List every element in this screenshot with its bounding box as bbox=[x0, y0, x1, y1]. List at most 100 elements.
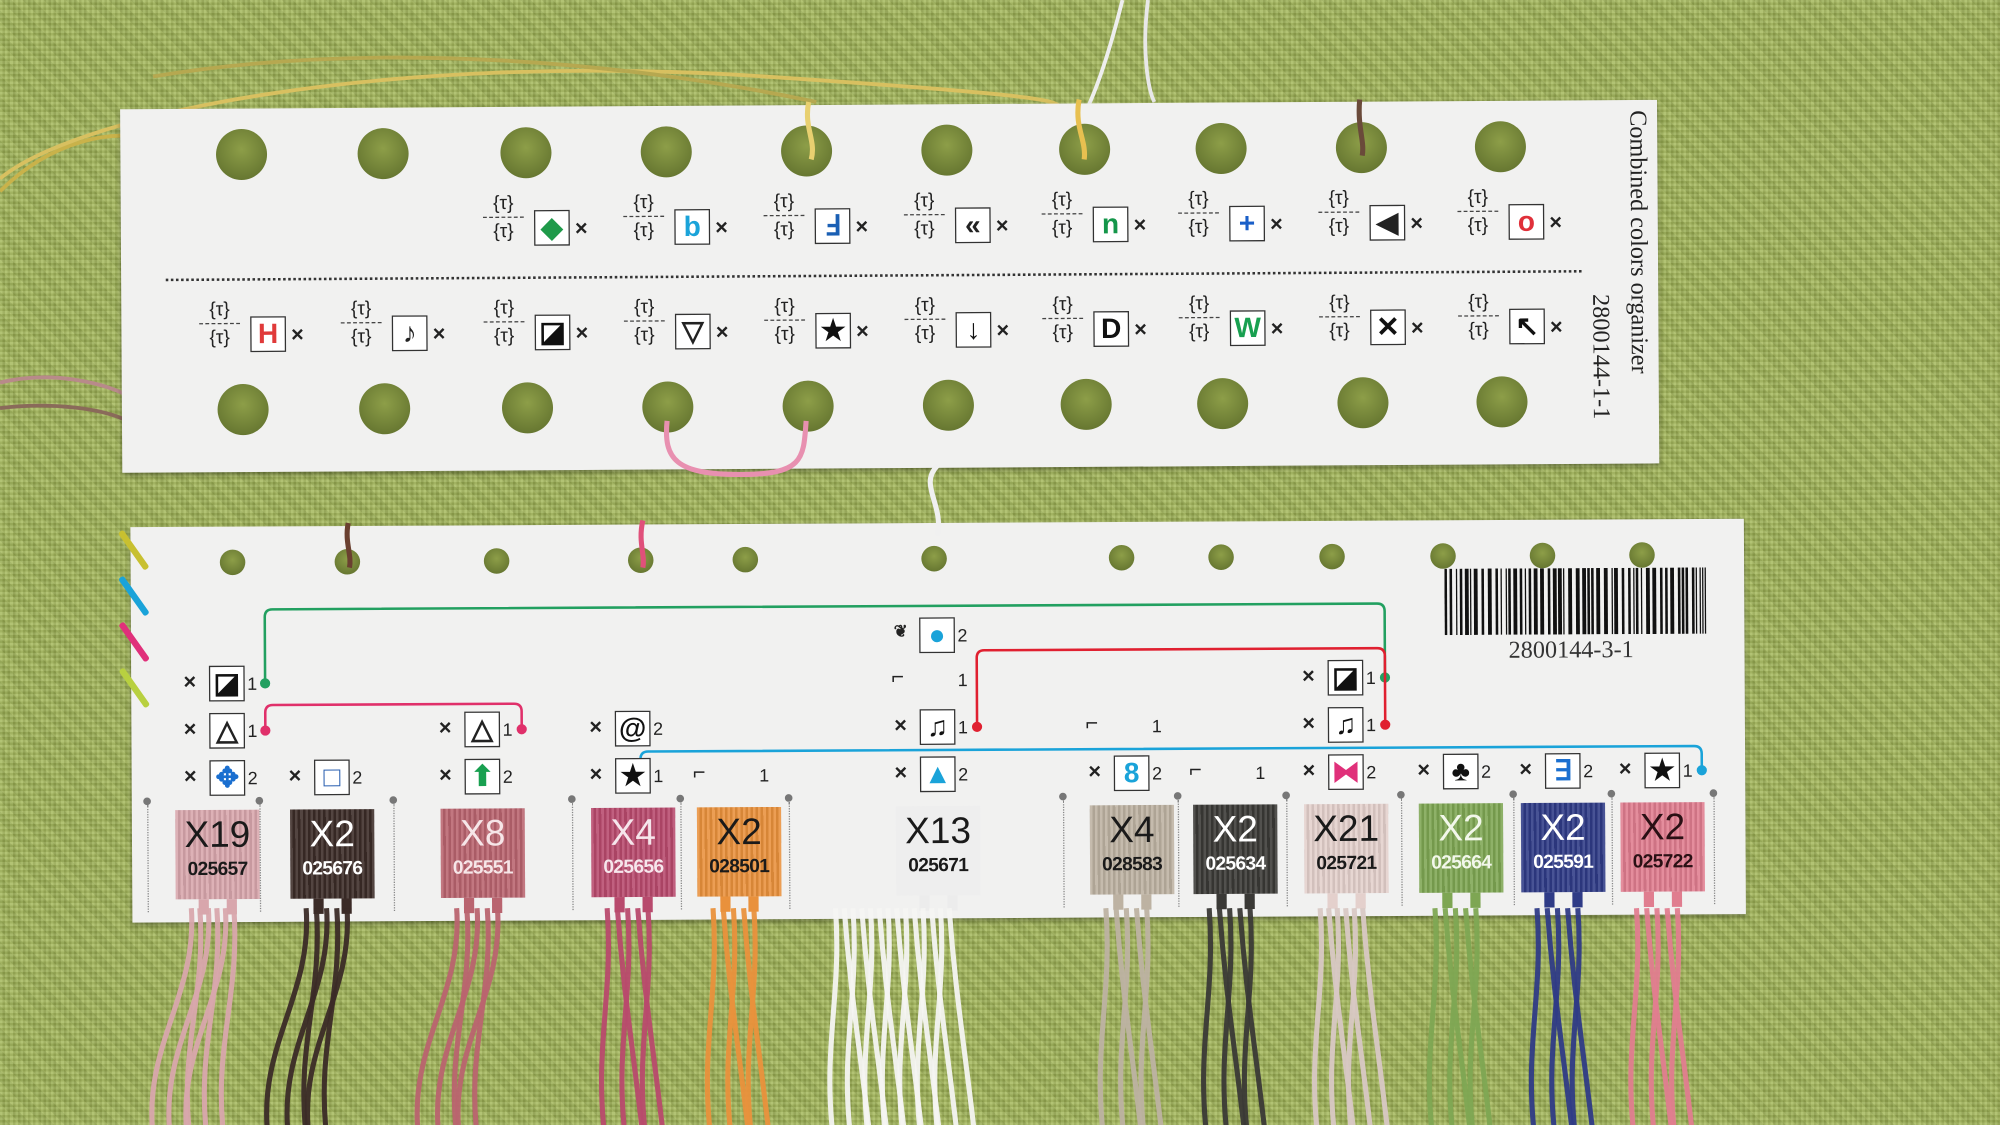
hanging-thread bbox=[1426, 907, 1439, 1125]
barcode-bar bbox=[1449, 568, 1453, 636]
hanging-thread bbox=[946, 907, 977, 1125]
barcode-bar bbox=[1587, 568, 1591, 635]
hanging-thread bbox=[741, 907, 771, 1125]
blend-connector-line bbox=[639, 744, 1704, 776]
hanging-thread bbox=[1669, 907, 1682, 1125]
hanging-thread bbox=[1447, 907, 1460, 1125]
barcode-bar bbox=[1691, 567, 1695, 634]
barcode-bar bbox=[1591, 567, 1594, 635]
blend-dot bbox=[971, 721, 983, 732]
hanging-thread bbox=[1138, 907, 1151, 1125]
hanging-thread bbox=[1221, 907, 1234, 1125]
barcode-bar bbox=[1640, 567, 1643, 635]
hanging-thread bbox=[914, 907, 927, 1125]
blend-dot bbox=[1696, 765, 1707, 776]
hanging-thread bbox=[1644, 907, 1674, 1125]
barcode-bar bbox=[1495, 568, 1499, 635]
hanging-thread bbox=[218, 907, 238, 1125]
barcode-bar bbox=[1540, 568, 1545, 635]
barcode-bar bbox=[1500, 568, 1503, 635]
hanging-thread bbox=[264, 907, 310, 1125]
hanging-thread bbox=[745, 907, 758, 1125]
hanging-thread bbox=[704, 907, 717, 1125]
hanging-thread bbox=[1329, 907, 1342, 1125]
hanging-thread bbox=[1113, 907, 1143, 1125]
hanging-thread bbox=[639, 907, 652, 1125]
barcode-bar bbox=[1575, 568, 1580, 635]
barcode-bar bbox=[1508, 568, 1512, 635]
barcode-bar bbox=[1633, 567, 1635, 635]
barcode-bar bbox=[1547, 568, 1551, 635]
looped-thread bbox=[1075, 99, 1088, 160]
hanging-thread bbox=[166, 907, 212, 1125]
barcode-bar bbox=[1645, 567, 1651, 635]
barcode-bar bbox=[1702, 567, 1704, 634]
hanging-thread bbox=[599, 907, 611, 1125]
hanging-thread bbox=[862, 907, 875, 1125]
hanging-thread bbox=[1216, 907, 1247, 1125]
barcode-bar bbox=[1665, 567, 1668, 634]
hanging-thread bbox=[897, 907, 910, 1125]
hanging-thread bbox=[1544, 907, 1575, 1125]
barcode-bar bbox=[1677, 567, 1681, 634]
blend-dot bbox=[1380, 719, 1391, 730]
hanging-thread bbox=[149, 907, 195, 1125]
barcode-bar bbox=[1628, 567, 1631, 635]
barcode-bar bbox=[1481, 568, 1485, 635]
barcode-bar bbox=[1621, 567, 1625, 635]
barcode-bar bbox=[1681, 567, 1685, 634]
barcode-bar bbox=[1670, 567, 1675, 634]
barcode bbox=[1444, 567, 1707, 636]
hanging-thread bbox=[932, 907, 945, 1125]
hanging-thread bbox=[1565, 907, 1595, 1125]
barcode-bar bbox=[1614, 567, 1619, 635]
blend-dot bbox=[516, 724, 527, 735]
hanging-thread bbox=[929, 907, 959, 1125]
hanging-thread bbox=[879, 907, 892, 1125]
hanging-thread bbox=[1312, 907, 1325, 1125]
barcode-bar bbox=[1455, 568, 1458, 636]
hanging-thread bbox=[614, 907, 645, 1125]
hanging-thread bbox=[1097, 907, 1110, 1125]
hanging-thread bbox=[1360, 907, 1390, 1125]
hanging-thread bbox=[1241, 907, 1254, 1125]
hanging-thread bbox=[1628, 907, 1641, 1125]
barcode-bar bbox=[1635, 567, 1639, 635]
loose-thread bbox=[1143, 0, 1157, 103]
hanging-thread bbox=[1467, 907, 1480, 1125]
hanging-thread bbox=[1442, 907, 1473, 1125]
hanging-thread bbox=[414, 907, 460, 1125]
loose-thread bbox=[0, 403, 129, 423]
blend-connector-line bbox=[975, 646, 1387, 727]
barcode-bar bbox=[1582, 568, 1587, 635]
barcode-bar bbox=[1528, 568, 1532, 635]
looped-thread bbox=[638, 519, 646, 569]
barcode-bar bbox=[1562, 568, 1565, 635]
barcode-bar bbox=[1487, 568, 1492, 635]
hanging-thread bbox=[1664, 907, 1694, 1125]
barcode-bar bbox=[1652, 567, 1657, 635]
barcode-bar bbox=[1611, 567, 1614, 635]
looped-thread bbox=[663, 420, 809, 478]
hanging-thread bbox=[472, 907, 491, 1125]
loose-thread bbox=[152, 55, 817, 104]
hanging-thread bbox=[435, 907, 481, 1125]
hanging-thread bbox=[1463, 907, 1493, 1125]
barcode-bar bbox=[1685, 567, 1689, 634]
hanging-thread bbox=[304, 907, 350, 1125]
barcode-bar bbox=[1464, 568, 1469, 635]
blend-dot bbox=[260, 725, 271, 736]
loose-thread bbox=[0, 375, 129, 398]
looped-thread bbox=[927, 463, 942, 537]
barcode-bar bbox=[1557, 568, 1563, 635]
barcode-bar bbox=[1699, 567, 1702, 634]
hanging-thread bbox=[301, 907, 320, 1125]
barcode-bar bbox=[1444, 568, 1448, 636]
barcode-bar bbox=[1505, 568, 1508, 635]
hanging-thread bbox=[1528, 907, 1541, 1125]
hanging-thread bbox=[1237, 907, 1267, 1125]
blend-dot bbox=[259, 678, 271, 689]
